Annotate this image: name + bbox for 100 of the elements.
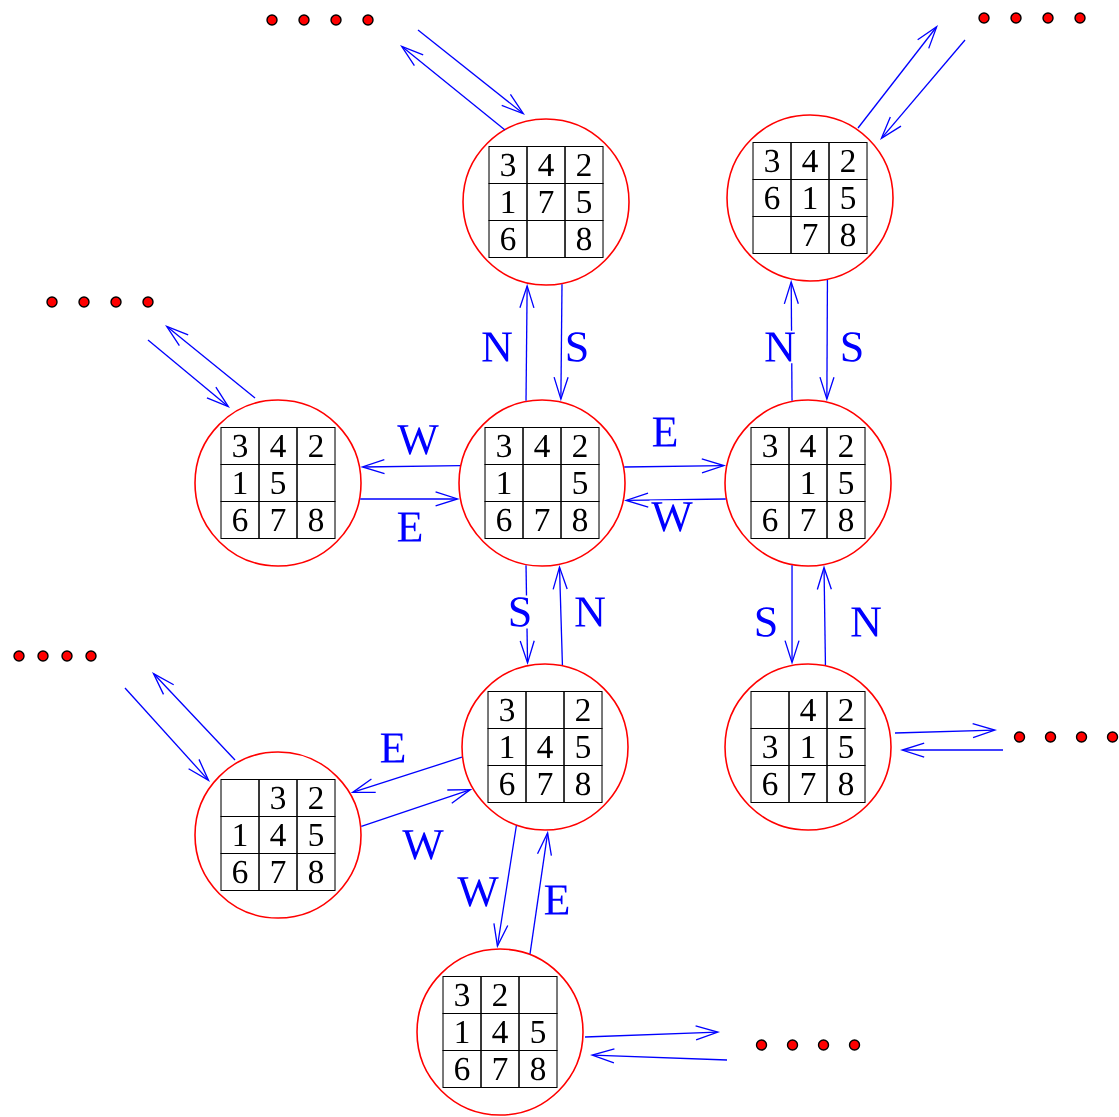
puzzle-tile: 8 [828, 215, 868, 255]
arrow [623, 492, 727, 508]
arrow [784, 564, 800, 665]
edge-label: W [649, 500, 695, 534]
state-circle [462, 118, 630, 286]
edge-label: S [752, 605, 780, 639]
puzzle-tile: 3 [484, 427, 524, 466]
edge-label: S [506, 595, 534, 629]
puzzle-tile: 6 [442, 1050, 482, 1089]
puzzle-tile: 6 [750, 765, 790, 804]
puzzle-tile: 2 [480, 976, 520, 1015]
puzzle-tile: 1 [790, 178, 830, 218]
puzzle-tile: 7 [258, 501, 298, 540]
arrow [400, 45, 506, 131]
arrow [350, 756, 463, 794]
blank-tile [220, 779, 260, 818]
arrow [857, 25, 938, 129]
edge-label: W [395, 423, 441, 457]
puzzle-tile: 3 [220, 427, 260, 466]
state-circle [726, 114, 894, 282]
puzzle-tile: 1 [488, 183, 528, 222]
edge-label: N [479, 330, 515, 364]
edge-label: E [541, 883, 573, 917]
puzzle-tile: 2 [564, 146, 604, 185]
blank-tile [522, 464, 562, 503]
arrow [360, 459, 461, 475]
puzzle-tile: 6 [750, 501, 790, 540]
edge-label: N [848, 605, 884, 639]
puzzle-tile: 1 [484, 464, 524, 503]
state-circle [461, 663, 629, 831]
arrow [359, 491, 460, 507]
arrow [529, 830, 553, 955]
puzzle-tile: 2 [828, 141, 868, 181]
ellipsis-dots [755, 1039, 861, 1051]
arrow [819, 279, 835, 402]
state-circle [724, 399, 892, 567]
arrow [553, 283, 569, 402]
puzzle-tile: 6 [484, 501, 524, 540]
puzzle-tile: 4 [522, 427, 562, 466]
puzzle-tile: 7 [788, 501, 828, 540]
puzzle-tile: 4 [788, 691, 828, 730]
blank-tile [296, 464, 336, 503]
puzzle-tile: 7 [258, 853, 298, 892]
arrow [417, 29, 525, 115]
arrow [552, 564, 568, 666]
puzzle-tile: 7 [522, 501, 562, 540]
state-circle [724, 663, 892, 831]
puzzle-tile: 6 [220, 853, 260, 892]
arrow [880, 39, 966, 140]
puzzle-tile: 7 [526, 183, 566, 222]
blank-tile [525, 691, 565, 730]
ellipsis-dots [1013, 731, 1119, 743]
puzzle-tile: 8 [296, 853, 336, 892]
arrow [147, 339, 230, 408]
puzzle-tile: 2 [296, 427, 336, 466]
arrow [360, 788, 473, 827]
edge-label: W [400, 828, 446, 862]
edge-label: S [838, 330, 866, 364]
blank-tile [752, 215, 792, 255]
puzzle-tile: 5 [828, 178, 868, 218]
puzzle-tile: 7 [790, 215, 830, 255]
puzzle-tile: 6 [488, 220, 528, 259]
puzzle-tile: 2 [560, 427, 600, 466]
puzzle-tile: 4 [525, 728, 565, 767]
arrow [584, 1025, 720, 1041]
puzzle-tile: 2 [826, 691, 866, 730]
puzzle-tile: 5 [560, 464, 600, 503]
puzzle-tile: 3 [258, 779, 298, 818]
puzzle-tile: 3 [487, 691, 527, 730]
puzzle-tile: 5 [563, 728, 603, 767]
puzzle-tile: 8 [560, 501, 600, 540]
puzzle-tile: 1 [220, 816, 260, 855]
ellipsis-dots [46, 296, 154, 308]
puzzle-tile: 5 [296, 816, 336, 855]
puzzle-tile: 3 [442, 976, 482, 1015]
puzzle-tile: 1 [442, 1013, 482, 1052]
puzzle-tile: 5 [258, 464, 298, 503]
edge-label: E [649, 415, 681, 449]
state-circle [416, 948, 584, 1116]
edge-label: W [455, 875, 501, 909]
puzzle-tile: 1 [788, 464, 828, 503]
state-circle [194, 751, 362, 919]
puzzle-tile: 1 [487, 728, 527, 767]
puzzle-tile: 5 [564, 183, 604, 222]
puzzle-tile: 4 [480, 1013, 520, 1052]
puzzle-tile: 4 [790, 141, 830, 181]
puzzle-tile: 1 [788, 728, 828, 767]
puzzle-tile: 3 [750, 427, 790, 466]
arrow [623, 458, 727, 474]
edge-label: S [563, 330, 591, 364]
puzzle-tile: 7 [788, 765, 828, 804]
puzzle-tile: 8 [563, 765, 603, 804]
puzzle-tile: 3 [750, 728, 790, 767]
blank-tile [750, 691, 790, 730]
arrow [493, 825, 517, 949]
blank-tile [750, 464, 790, 503]
ellipsis-dots [266, 14, 374, 26]
puzzle-tile: 4 [788, 427, 828, 466]
edge-label: N [572, 595, 608, 629]
puzzle-tile: 2 [563, 691, 603, 730]
